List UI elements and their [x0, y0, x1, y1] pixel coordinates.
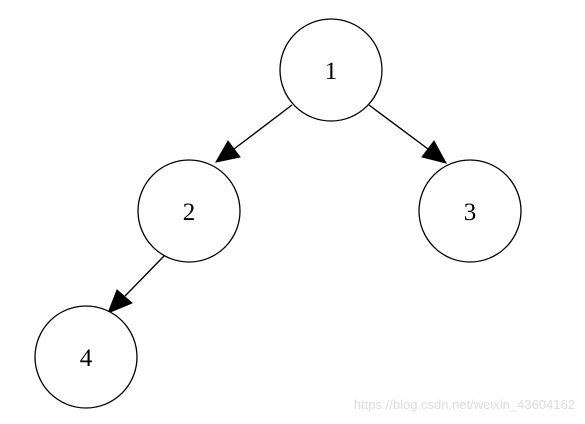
tree-node-1: 1	[279, 18, 383, 122]
edge-1-to-2	[215, 104, 293, 163]
tree-node-3: 3	[418, 159, 522, 263]
watermark-text: https://blog.csdn.net/weixin_43604162	[353, 397, 575, 412]
edge-2-to-4	[107, 254, 166, 314]
node-label: 4	[80, 345, 93, 372]
tree-edges	[107, 104, 447, 314]
node-label: 1	[325, 58, 338, 85]
node-label: 2	[183, 199, 196, 226]
tree-node-4: 4	[34, 305, 138, 409]
edge-1-to-3	[368, 104, 447, 164]
node-label: 3	[464, 199, 477, 226]
tree-node-2: 2	[137, 159, 241, 263]
